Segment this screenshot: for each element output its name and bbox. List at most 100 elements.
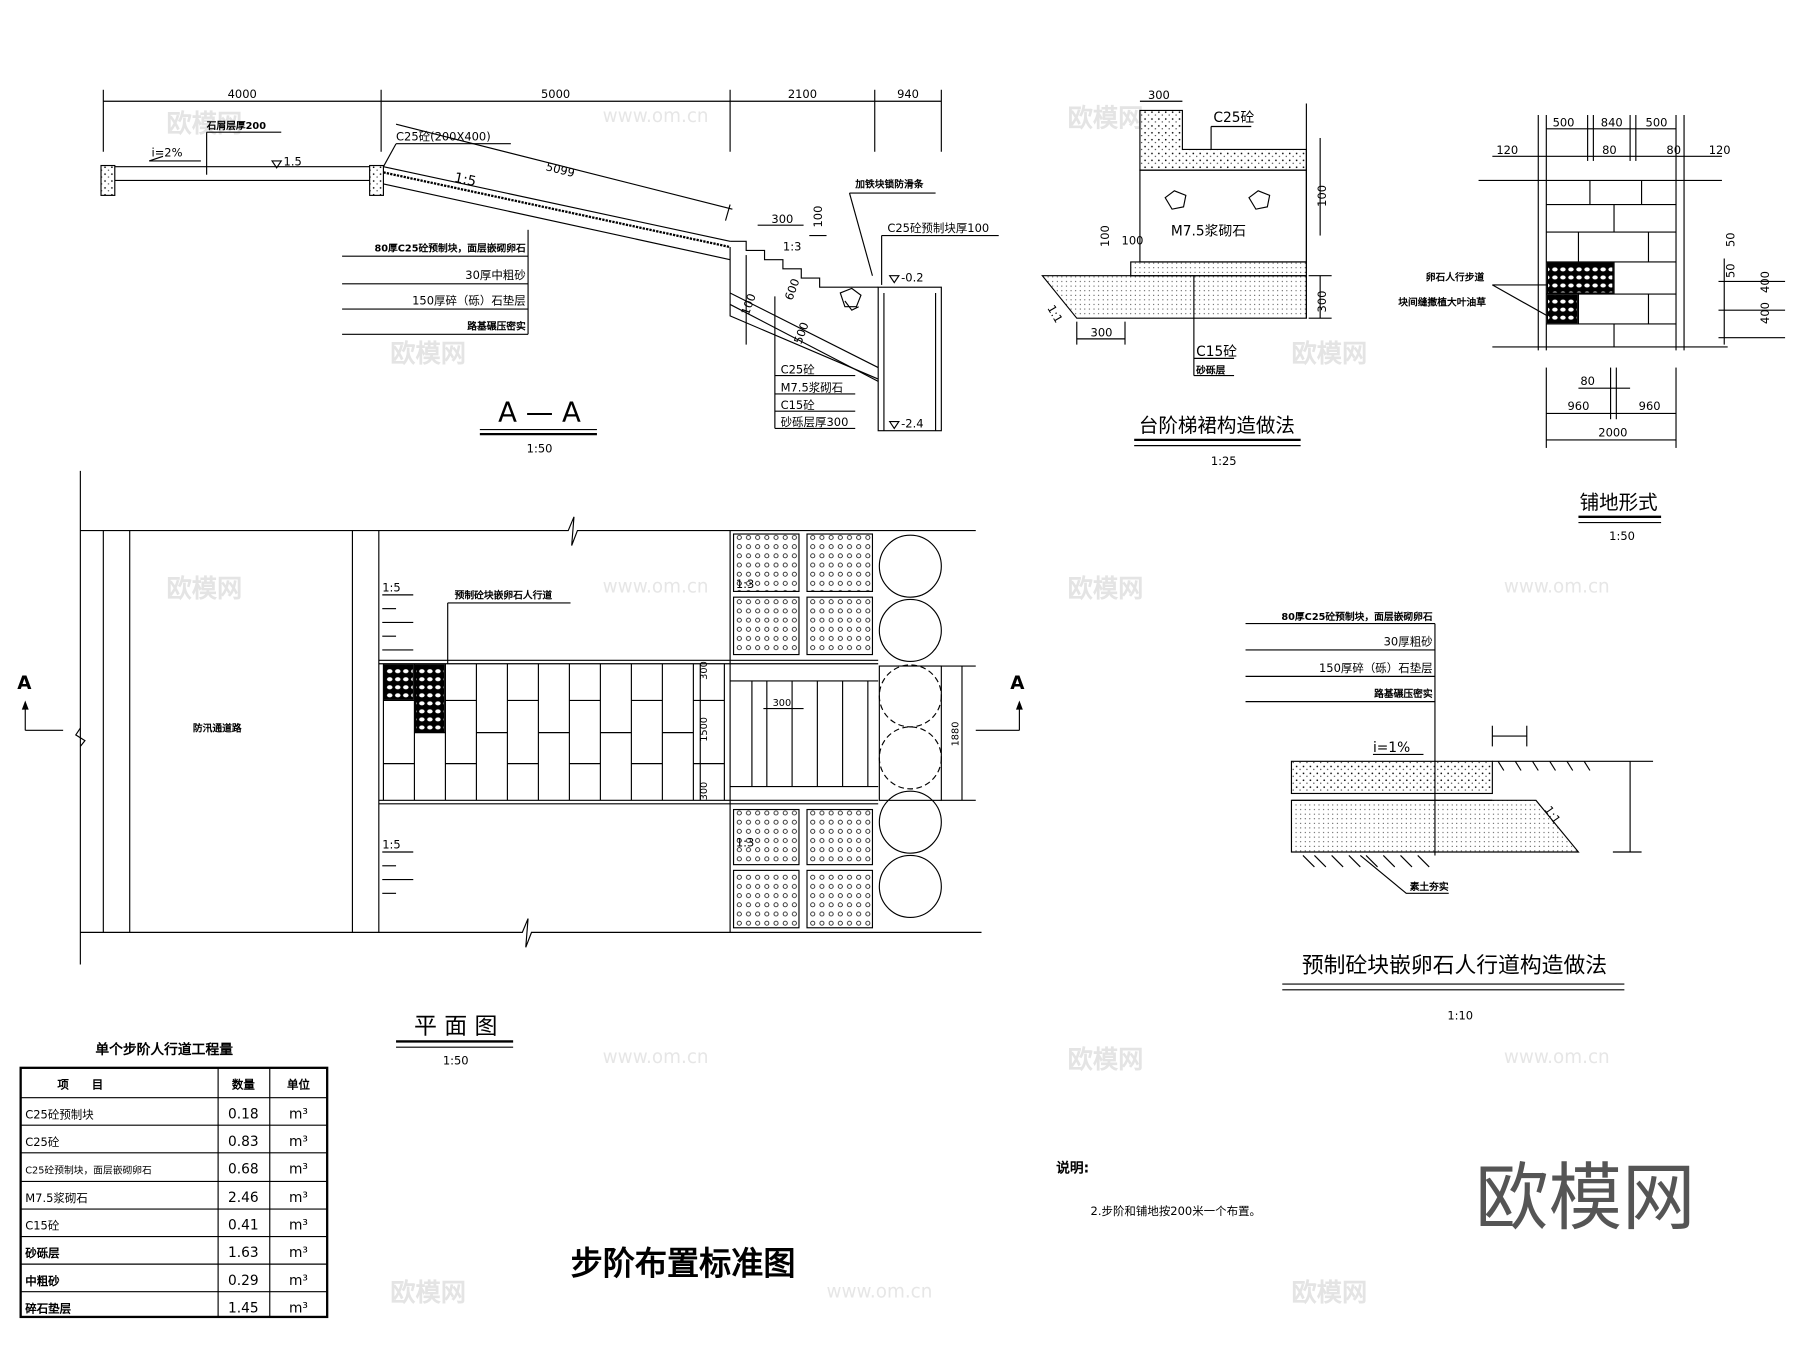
- watermark-logo: 欧模网: [1291, 1278, 1367, 1307]
- slope-ratio: 1:5: [453, 170, 478, 190]
- row-item: C15砼: [25, 1219, 60, 1233]
- plan-title: 平 面 图: [414, 1013, 497, 1039]
- section-title: A — A: [498, 397, 581, 429]
- step-height: 100: [811, 206, 825, 228]
- dim-100: 100: [738, 292, 759, 317]
- road-label: 防汛通道路: [193, 721, 242, 734]
- row-qty: 0.41: [228, 1218, 259, 1234]
- row-qty: 0.29: [228, 1273, 259, 1289]
- row-unit: m³: [289, 1300, 308, 1316]
- row-unit: m³: [289, 1161, 308, 1177]
- slope-top: 1:5: [382, 580, 400, 594]
- watermark-logo: 欧模网: [1068, 574, 1144, 603]
- paving-left: 960: [1567, 399, 1589, 413]
- watermark-logo: 欧模网: [390, 1278, 466, 1307]
- cobble-block: [414, 664, 445, 733]
- paving-right-dim: 400: [1758, 271, 1772, 293]
- dim-4000: 4000: [228, 87, 257, 101]
- paving-gap: 80: [1580, 374, 1595, 388]
- top-platform: [100, 131, 384, 196]
- steps: [729, 224, 879, 382]
- notes-heading: 说明:: [1056, 1159, 1089, 1176]
- cobble-block: [1546, 262, 1614, 294]
- slope-length: 5099: [545, 159, 577, 180]
- elev-bottom: -2.4: [901, 416, 923, 430]
- row-unit: m³: [289, 1218, 308, 1234]
- walkway-detail: 80厚C25砼预制块，面层嵌砌卵石 30厚粗砂 150厚碎（砾）石垫层 路基碾压…: [1245, 610, 1654, 1023]
- dim-v: 300: [699, 661, 710, 680]
- walk-slope: i=1%: [1373, 740, 1410, 756]
- apron-gravel: 砂砾层: [1195, 363, 1225, 376]
- watermark-logo-large: 欧模网: [1475, 1156, 1695, 1241]
- header-item: 项 目: [57, 1077, 103, 1091]
- walk-layer: 路基碾压密实: [1374, 687, 1433, 700]
- step-width: 300: [771, 212, 793, 226]
- walk-soil: 素土夯实: [1410, 880, 1449, 893]
- walk-layer: 150厚碎（砾）石垫层: [1319, 661, 1433, 675]
- dimension-lines: [102, 89, 942, 152]
- gravel-label: 石屑层厚200: [206, 120, 267, 132]
- step-slope-bottom: 1:3: [736, 835, 754, 849]
- row-unit: m³: [289, 1273, 308, 1289]
- row-item: C25砼: [25, 1135, 60, 1149]
- note-item: 2.步阶和铺地按200米一个布置。: [1091, 1204, 1261, 1218]
- apron-title: 台阶梯裙构造做法: [1139, 414, 1295, 437]
- paving-top-dim: 500: [1646, 115, 1668, 129]
- row-unit: m³: [289, 1190, 308, 1206]
- precast-label: C25砼预制块厚100: [887, 221, 989, 235]
- row-unit: m³: [289, 1245, 308, 1261]
- walk-scale: 1:10: [1447, 1009, 1473, 1023]
- layer-callout-lines: [342, 229, 529, 335]
- section-aa: 4000 5000 2100 940 石屑层厚200 i=2% 1.5 C25砼…: [100, 87, 999, 456]
- marker-label: A: [1010, 673, 1025, 694]
- watermark-url: www.om.cn: [603, 1047, 709, 1068]
- dim-v: 300: [699, 782, 710, 801]
- row-item: 碎石垫层: [25, 1301, 71, 1315]
- dim-940: 940: [897, 87, 919, 101]
- plan-scale: 1:50: [443, 1053, 469, 1067]
- paving-right-dim: 400: [1758, 302, 1772, 324]
- apron-dim-right-top: 100: [1315, 185, 1329, 207]
- paving-top-dim: 840: [1601, 115, 1623, 129]
- cobble-block: [1546, 294, 1578, 324]
- plan-view: 1:5 1:5 1:3 1:3 预制砼块嵌卵石人行道 防汛通道路 300 300…: [17, 470, 1025, 1067]
- step-width: 300: [773, 698, 792, 709]
- paving-label: 卵石人行步道: [1426, 270, 1485, 283]
- paving-right-dim: 50: [1724, 232, 1738, 247]
- elev-mid: -0.2: [901, 270, 923, 284]
- apron-dim-left-w: 100: [1122, 234, 1144, 248]
- elev-top: 1.5: [284, 155, 302, 169]
- wall-layer: M7.5浆砌石: [781, 381, 844, 395]
- paving-sub-dim: 120: [1496, 143, 1518, 157]
- wall-layer: 砂砾层厚300: [781, 415, 849, 429]
- slope-left: i=2%: [152, 145, 183, 159]
- wall-layer-lines: [774, 296, 856, 429]
- paving-title: 铺地形式: [1580, 491, 1658, 514]
- row-unit: m³: [289, 1106, 308, 1122]
- apron-slope: 1:1: [1044, 302, 1065, 325]
- curb-label: C25砼(200X400): [396, 129, 491, 143]
- row-unit: m³: [289, 1134, 308, 1150]
- step-treads: [751, 680, 869, 787]
- watermark-logo: 欧模网: [390, 339, 466, 368]
- row-item: 砂砾层: [25, 1246, 60, 1260]
- row-qty: 0.68: [228, 1161, 259, 1177]
- watermark-url: www.om.cn: [1504, 1047, 1610, 1068]
- width-dim: 1880: [951, 722, 962, 747]
- watermark-logo: 欧模网: [166, 109, 242, 138]
- apron-scale: 1:25: [1211, 454, 1237, 468]
- antiskid-label: 加铁块锁防滑条: [854, 177, 923, 190]
- pipe-circles: [699, 534, 976, 919]
- paving-right: 960: [1639, 399, 1661, 413]
- row-item: C25砼预制块: [25, 1107, 94, 1121]
- plan-lines: [74, 470, 982, 965]
- apron-dim-top: 300: [1148, 88, 1170, 102]
- dim-2100: 2100: [788, 87, 817, 101]
- watermark-logo: 欧模网: [1068, 1045, 1144, 1074]
- watermark-logo: 欧模网: [166, 574, 242, 603]
